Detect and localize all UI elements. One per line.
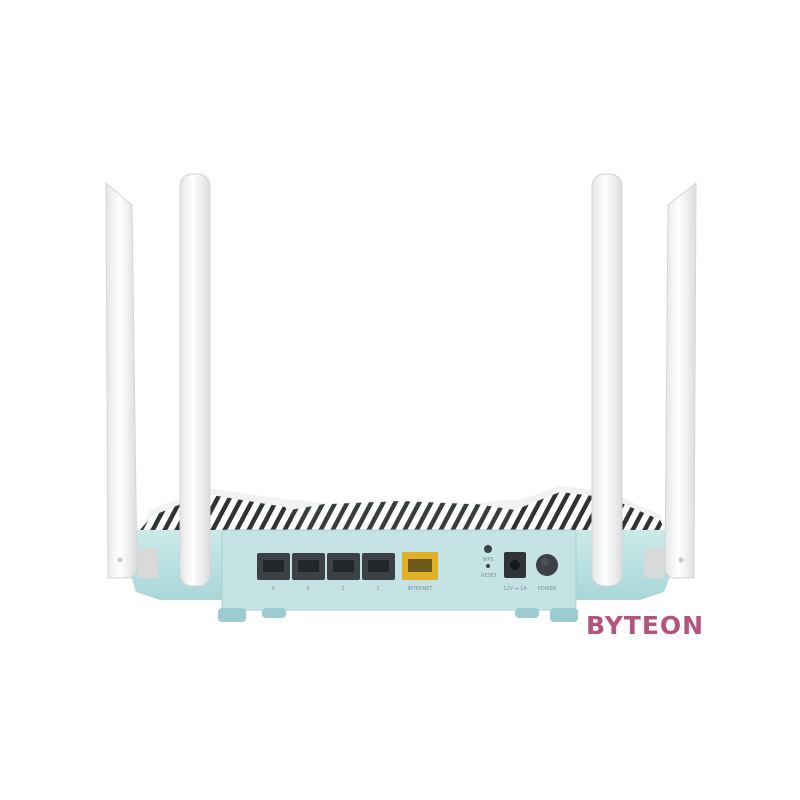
wps-label: WPS: [482, 557, 493, 563]
dc-jack-icon: 12V ⎓ 1A: [503, 552, 527, 592]
lan-label: 1: [376, 586, 379, 592]
reset-hole-icon: [486, 564, 490, 568]
power-button-icon: POWER: [536, 554, 558, 592]
antenna-icon: [105, 181, 138, 579]
wan-port-icon: INTERNET: [402, 552, 438, 592]
wps-reset: WPS RESET: [481, 545, 498, 579]
antenna-icon: [664, 181, 697, 579]
lan-ports: 4 3 2 1: [257, 553, 395, 592]
reset-label: RESET: [481, 573, 498, 579]
lan-label: 4: [271, 586, 274, 592]
vent-grille: [285, 500, 520, 530]
power-button-label: POWER: [538, 586, 557, 592]
antenna-icon: [179, 173, 211, 587]
vent-grille: [510, 492, 665, 530]
lan-label: 3: [306, 586, 309, 592]
lan-label: 2: [341, 586, 344, 592]
antenna-icon: [591, 173, 623, 587]
internet-label: INTERNET: [408, 586, 434, 592]
watermark-logo: BYTEON: [586, 611, 705, 640]
wps-button-icon: [484, 545, 492, 553]
power-in-label: 12V ⎓ 1A: [503, 586, 527, 592]
